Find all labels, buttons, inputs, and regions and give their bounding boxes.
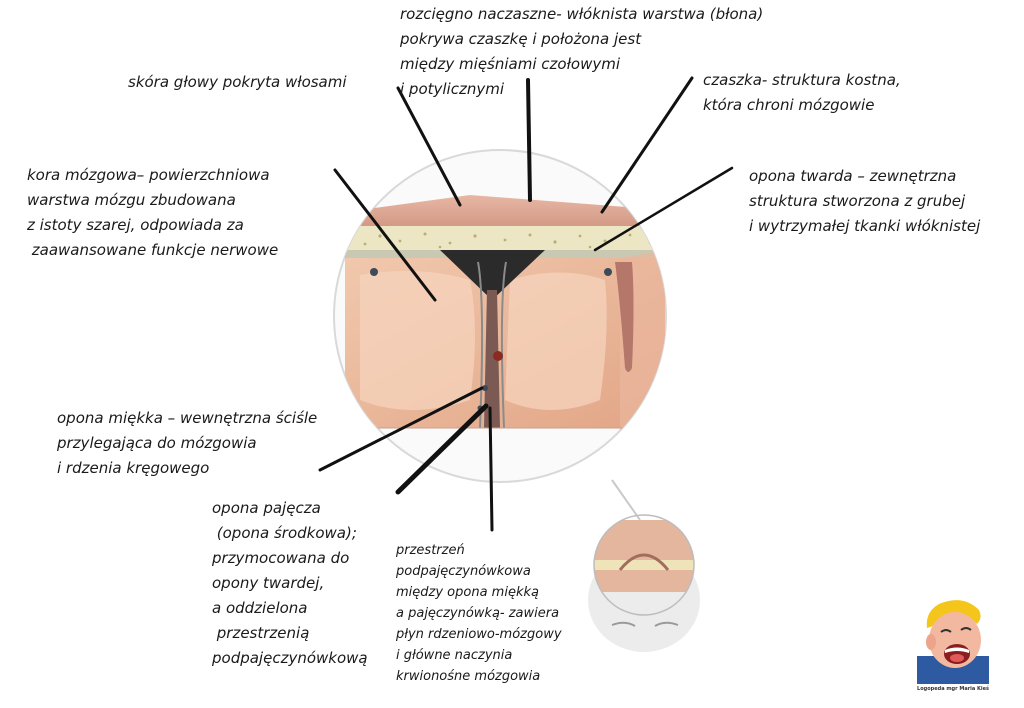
label-galea-aponeurotica: rozcięgno naczaszne- włóknista warstwa (… bbox=[400, 5, 764, 98]
label-subarachnoid-space: przestrzeń podpajęczynówkowa między opon… bbox=[396, 543, 562, 684]
child-face-icon bbox=[917, 600, 989, 684]
label-cerebral-cortex: kora mózgowa– powierzchniowa warstwa móz… bbox=[27, 166, 279, 259]
label-scalp-skin: skóra głowy pokryta włosami bbox=[128, 73, 347, 91]
leader-lines bbox=[318, 76, 734, 532]
label-dura-mater: opona twarda – zewnętrzna struktura stwo… bbox=[749, 167, 981, 235]
label-pia-mater: opona miękka – wewnętrzna ściśle przyleg… bbox=[57, 409, 318, 477]
logo-caption: Logopeda mgr Maria Kieś bbox=[917, 686, 989, 692]
label-skull: czaszka- struktura kostna, która chroni … bbox=[703, 71, 901, 114]
child-face-logo: Logopeda mgr Maria Kieś bbox=[913, 598, 993, 696]
head-inset-illustration bbox=[588, 514, 700, 652]
label-arachnoid-mater: opona pajęcza (opona środkowa); przymoco… bbox=[212, 499, 368, 667]
tissue-block bbox=[345, 195, 665, 438]
